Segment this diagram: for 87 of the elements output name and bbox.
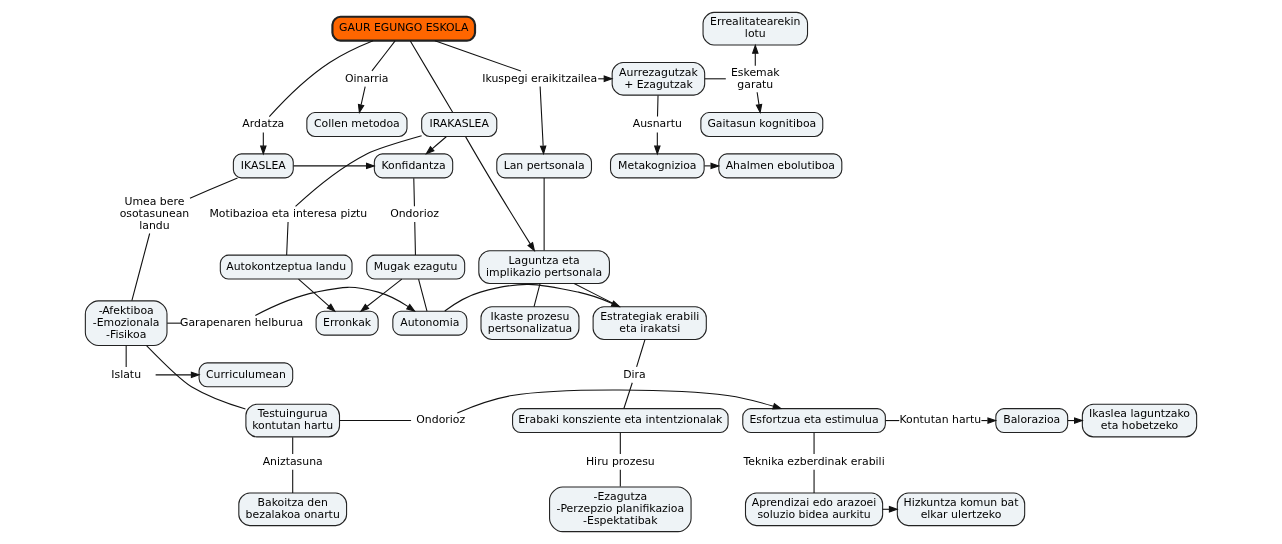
arrow xyxy=(755,91,763,114)
arrow xyxy=(293,162,376,170)
connector xyxy=(619,469,621,488)
node-box: Autonomia xyxy=(392,310,468,336)
node-box: GAUR EGUNGO ESKOLA xyxy=(331,15,477,42)
connector xyxy=(409,40,454,113)
node-box: Estrategiak erabili eta irakatsi xyxy=(592,306,707,341)
connector xyxy=(414,221,416,256)
node-box: Mugak ezagutu xyxy=(366,254,466,280)
node-box: Erabaki konsziente eta intentzionalak xyxy=(512,408,729,434)
arrow xyxy=(155,371,201,379)
connector xyxy=(292,469,294,494)
connector xyxy=(636,339,646,368)
connector xyxy=(339,420,412,422)
connector xyxy=(543,177,545,251)
connector xyxy=(813,469,815,494)
node-box: Autokontzeptua landu xyxy=(219,254,353,280)
connector xyxy=(286,221,289,256)
node-text: Teknika ezberdinak erabili xyxy=(743,454,885,468)
node-box: Curriculumean xyxy=(198,362,294,388)
node-box: Balorazioa xyxy=(995,408,1069,434)
arrow xyxy=(425,136,447,155)
node-text: Ausnartu xyxy=(632,117,682,131)
connector xyxy=(131,232,151,302)
node-box: Ikaste prozesu pertsonalizatua xyxy=(480,306,580,341)
node-box: Testuingurua kontutan hartu xyxy=(245,403,341,438)
node-box: Metakognizioa xyxy=(609,153,705,179)
node-text: Oinarria xyxy=(344,71,389,85)
connector xyxy=(292,436,294,455)
node-box: IKASLEA xyxy=(232,153,294,179)
connector xyxy=(371,40,396,72)
connector xyxy=(268,40,374,118)
connector xyxy=(166,322,182,324)
arrow xyxy=(357,86,366,115)
node-box: Hizkuntza komun bat elkar ulertzeko xyxy=(896,492,1026,527)
node-text: Ondorioz xyxy=(416,413,466,427)
node-text: Ondorioz xyxy=(390,207,440,221)
node-text: Islatu xyxy=(111,367,142,381)
connector xyxy=(656,95,659,118)
connector xyxy=(623,382,633,410)
connector xyxy=(418,278,428,312)
node-text: Dira xyxy=(623,367,646,381)
connector xyxy=(813,432,815,455)
node-box: Bakoitza den bezalakoa onartu xyxy=(238,492,348,527)
connector xyxy=(125,345,127,368)
node-box: Esfortzua eta estimulua xyxy=(742,408,886,434)
node-box: Konfidantza xyxy=(373,153,454,179)
node-text: Ikuspegi eraikitzailea xyxy=(482,71,598,85)
connector xyxy=(434,40,522,72)
connector xyxy=(295,135,423,207)
node-text: Eskemak garatu xyxy=(730,65,780,91)
arrow xyxy=(297,278,337,313)
connector xyxy=(145,345,246,410)
connector xyxy=(189,177,239,199)
arrow xyxy=(703,162,721,170)
arrow xyxy=(359,278,403,313)
arrow xyxy=(254,286,416,317)
node-box: Ikaslea laguntzako eta hobetzeko xyxy=(1081,403,1198,438)
arrow xyxy=(465,136,536,252)
arrow xyxy=(444,283,621,312)
node-box: IRAKASLEA xyxy=(421,112,498,138)
connector xyxy=(413,177,415,207)
connector xyxy=(573,282,621,308)
connector xyxy=(704,78,727,80)
node-text: Hiru prozesu xyxy=(585,454,655,468)
arrow xyxy=(456,389,783,414)
node-box: Erronkak xyxy=(315,310,379,336)
node-text: Umea bere osotasunean landu xyxy=(119,195,190,233)
node-text: Aniztasuna xyxy=(262,454,323,468)
node-box: -Afektiboa -Emozionala -Fisikoa xyxy=(84,300,168,346)
node-text: Garapenaren helburua xyxy=(180,315,304,329)
node-text: Ardatza xyxy=(242,117,285,131)
connector xyxy=(619,432,621,455)
connector xyxy=(533,282,541,308)
node-text: Motibazioa eta interesa piztu xyxy=(209,207,368,221)
arrow xyxy=(597,75,614,83)
arrow xyxy=(539,86,547,156)
node-box: Collen metodoa xyxy=(306,112,408,138)
node-box: -Ezagutza -Perzepzio planifikazioa -Espektatibak xyxy=(549,486,692,533)
node-box: Lan pertsonala xyxy=(496,153,593,179)
node-box: Ahalmen ebolutiboa xyxy=(718,153,843,179)
node-box: Aprendizai edo arazoei soluzio bidea aurkitu xyxy=(744,492,884,527)
node-box: Aurrezagutzak + Ezagutzak xyxy=(611,61,706,96)
node-box: Laguntza eta implikazio pertsonala xyxy=(478,250,610,284)
node-text: Kontutan hartu xyxy=(899,413,982,427)
node-box: Errealitatearekin lotu xyxy=(702,11,809,46)
node-box: Gaitasun kognitiboa xyxy=(700,112,824,138)
